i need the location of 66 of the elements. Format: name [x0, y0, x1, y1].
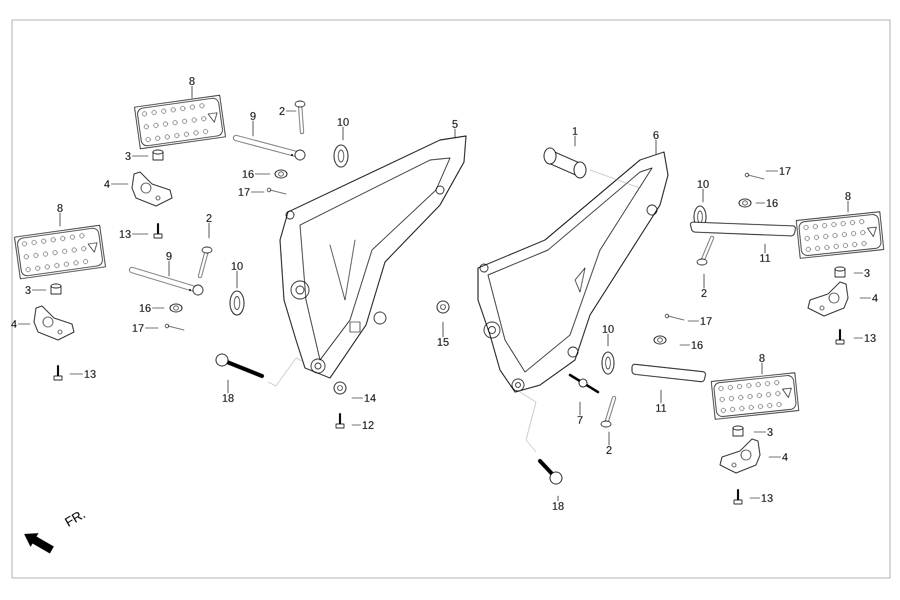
- callout-number: 3: [125, 152, 131, 160]
- callout-number: 18: [552, 502, 564, 510]
- callout-number: 4: [104, 180, 110, 188]
- leader-line: [286, 110, 296, 112]
- callout-number: 4: [782, 453, 788, 461]
- callout-number: 15: [438, 338, 449, 346]
- leader-line: [688, 320, 699, 322]
- callout-number: 10: [232, 262, 243, 270]
- leader-line: [454, 128, 456, 138]
- callout-number: 11: [656, 404, 666, 412]
- callout-number: 3: [767, 428, 773, 436]
- callout-number: 4: [872, 294, 878, 302]
- callout-number: 13: [120, 230, 131, 238]
- callout-number: 2: [206, 214, 212, 222]
- callout-number: 7: [578, 416, 583, 424]
- callout-number: 10: [338, 118, 349, 126]
- callout-number: 9: [166, 252, 172, 260]
- callout-number: 8: [845, 192, 851, 200]
- leader-line: [768, 456, 782, 458]
- callout-number: 16: [766, 199, 778, 207]
- leader-line: [608, 432, 610, 446]
- callout-number: 14: [364, 394, 376, 402]
- callout-number: 2: [606, 446, 612, 454]
- callout-number: 17: [238, 188, 250, 196]
- callout-number: 2: [702, 289, 707, 297]
- leader-line: [574, 136, 576, 146]
- leader-line: [764, 244, 766, 254]
- leader-line: [208, 222, 210, 238]
- leader-line: [352, 424, 361, 426]
- callout-number: 11: [760, 254, 770, 262]
- callout-number: 16: [692, 341, 703, 349]
- callout-number: 8: [759, 354, 765, 362]
- callout-number: 17: [700, 317, 712, 325]
- callout-number: 13: [864, 334, 876, 342]
- callout-number: 17: [132, 324, 144, 332]
- callout-number: 8: [57, 204, 63, 212]
- callout-number: 10: [698, 180, 709, 188]
- leader-line: [342, 126, 344, 140]
- callout-number: 3: [25, 286, 31, 294]
- leader-line: [702, 188, 704, 202]
- callout-number: 10: [602, 325, 614, 333]
- leader-line: [168, 260, 170, 276]
- callout-number: 17: [780, 167, 791, 175]
- callout-number: 16: [140, 304, 151, 312]
- callout-number: 2: [280, 107, 284, 115]
- callout-number: 3: [864, 269, 870, 277]
- callout-number: 13: [84, 370, 96, 378]
- direction-label: FR.: [64, 512, 86, 527]
- callout-number: 5: [452, 120, 458, 128]
- leader-line: [252, 120, 254, 136]
- leader-line: [236, 270, 238, 288]
- leader-line: [442, 322, 444, 338]
- callout-number: 4: [11, 320, 17, 328]
- callout-number: 8: [189, 77, 195, 85]
- leader-line: [660, 390, 662, 404]
- callout-number: 18: [222, 394, 234, 402]
- leader-line: [756, 202, 765, 204]
- leader-line: [680, 344, 690, 346]
- leader-line: [854, 272, 864, 274]
- callout-number: 12: [362, 421, 374, 429]
- leader-line: [766, 170, 778, 172]
- callout-number: 9: [250, 112, 256, 120]
- callout-number: 16: [242, 170, 254, 178]
- callout-number: 1: [572, 127, 578, 135]
- callout-number: 13: [762, 494, 773, 502]
- callout-number: 6: [654, 131, 659, 139]
